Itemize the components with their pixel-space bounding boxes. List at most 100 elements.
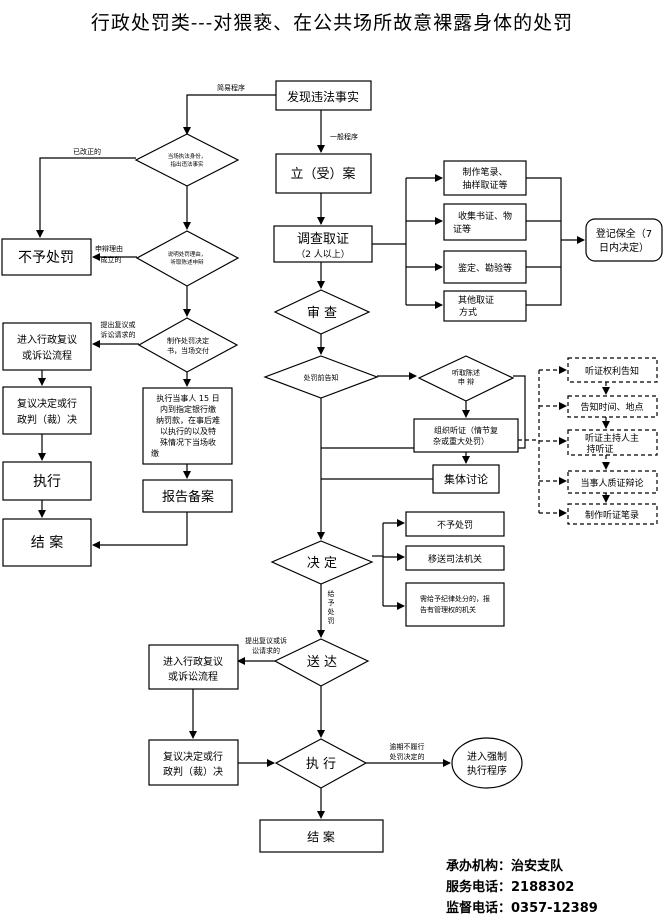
text-out-3-2: 告有管理权的机关	[420, 605, 476, 614]
node-report	[142, 479, 233, 513]
label-defense-ok-2: 成立的	[101, 255, 122, 264]
node-collective	[432, 464, 500, 494]
node-hr-2	[567, 395, 658, 418]
text-close-right: 结 案	[307, 829, 335, 844]
text-hear-defense-1: 听取陈述	[452, 368, 480, 377]
text-explain-2: 听取陈述申辩	[170, 258, 204, 266]
text-preserve-1: 登记保全（7	[596, 227, 652, 240]
contact-supervise-phone: 监督电话：0357-12389	[446, 901, 598, 916]
text-decision: 决 定	[307, 556, 337, 571]
text-investigate-2: （2 人以上）	[296, 249, 350, 260]
node-hr-1	[567, 357, 658, 383]
text-evid-1-1: 制作笔录、	[462, 166, 507, 178]
node-out-2	[405, 545, 505, 571]
text-review-decision-left-2: 政判（裁）决	[17, 413, 77, 426]
text-file-case: 立（受）案	[290, 167, 355, 182]
text-payment-6: 缴	[151, 448, 159, 458]
text-hr-4: 当事人质证辩论	[580, 477, 643, 489]
text-review-decision-left-1: 复议决定或行	[17, 397, 77, 410]
text-review-right-2: 或诉讼流程	[168, 670, 218, 683]
text-verify-1: 当场执法身份，	[168, 152, 207, 160]
text-discover: 发现违法事实	[287, 89, 359, 104]
text-review-left-1: 进入行政复议	[17, 333, 77, 346]
label-give-punish-1: 给	[328, 589, 335, 598]
text-payment-5: 殊情况下当场收	[160, 437, 216, 447]
text-out-1: 不予处罚	[437, 519, 473, 531]
node-deliver	[273, 638, 370, 687]
contact-service-phone: 服务电话：2188302	[446, 880, 575, 895]
text-preserve-2: 日内决定）	[599, 241, 649, 254]
text-evid-2-1: 收集书证、物	[458, 210, 512, 222]
label-give-punish-2: 予	[328, 599, 335, 607]
node-review-decision-left	[2, 386, 92, 435]
node-hr-3	[567, 429, 658, 456]
label-give-punish-3: 处	[328, 607, 335, 616]
text-hear-defense-2: 申 辩	[458, 377, 474, 386]
node-out-1	[405, 511, 505, 537]
text-payment-4: 以执行的以及特	[160, 426, 216, 436]
node-preserve	[585, 218, 663, 262]
node-close-left	[2, 518, 92, 567]
node-out-3	[405, 582, 505, 627]
text-payment-1: 执行当事人 15 日	[156, 393, 219, 403]
node-hear-defense	[417, 355, 515, 402]
node-review-left	[2, 322, 92, 371]
label-overdue-1: 逾期不履行	[390, 742, 425, 751]
text-hearing-1: 组织听证（情节复	[434, 425, 498, 435]
node-enforce	[451, 737, 523, 789]
contact-info: 承办机构：治安支队 服务电话：2188302 监督电话：0357-12389	[446, 856, 598, 919]
text-hr-5: 制作听证笔录	[585, 509, 639, 521]
text-enforce-2: 执行程序	[467, 764, 507, 777]
node-explain	[135, 230, 240, 287]
text-out-2: 移送司法机关	[428, 553, 482, 565]
text-review-decision-right-2: 政判（裁）决	[163, 765, 223, 778]
node-discover	[275, 80, 372, 111]
text-evid-3: 鉴定、勘验等	[458, 262, 512, 274]
node-payment	[142, 387, 233, 465]
text-verify-2: 指出违法事实	[170, 160, 204, 168]
label-appeal-right-2: 讼请求的	[252, 646, 280, 655]
text-review-left-2: 或诉讼流程	[22, 349, 72, 362]
label-defense-ok-1: 申辩理由	[95, 244, 123, 253]
edge-labels: 简易程序 一般程序 已改正的 申辩理由 成立的 提出复议或 诉讼请求的 给 予 …	[73, 83, 425, 761]
text-execute-left: 执行	[33, 474, 61, 490]
node-decide-on-site	[137, 317, 239, 373]
node-review-right	[148, 644, 239, 690]
text-evid-1-2: 抽样取证等	[462, 179, 507, 191]
node-verify	[134, 133, 240, 187]
node-not-punish	[1, 238, 92, 276]
text-review-right-1: 进入行政复议	[163, 655, 223, 668]
text-review: 审 查	[307, 306, 337, 321]
text-not-punish: 不予处罚	[18, 250, 74, 266]
text-payment-3: 纳罚款，在事后难	[156, 415, 220, 425]
node-text: 发现违法事实 当场执法身份， 指出违法事实 不予处罚 说明处罚理由， 听取陈述申…	[17, 89, 652, 844]
text-close-left: 结 案	[31, 534, 63, 551]
node-decision	[270, 540, 374, 585]
text-evid-4-2: 方式	[459, 306, 477, 318]
text-execute: 执 行	[306, 757, 336, 772]
text-deliver: 送 达	[307, 655, 337, 670]
text-collective: 集体讨论	[444, 472, 488, 486]
node-hr-5	[567, 503, 658, 525]
node-evid-3	[443, 250, 527, 284]
text-decide-on-site-1: 制作处罚决定	[167, 336, 209, 345]
text-hearing-2: 杂或重大处罚）	[433, 436, 489, 446]
text-report: 报告备案	[162, 489, 214, 505]
node-evid-2	[443, 203, 527, 241]
node-review-decision-right	[148, 739, 239, 786]
node-file-case	[275, 153, 372, 194]
text-hr-1: 听证权利告知	[585, 365, 639, 377]
text-hr-2: 告知时间、地点	[580, 401, 643, 413]
label-simple: 简易程序	[217, 83, 245, 92]
node-evid-4	[443, 290, 527, 322]
text-out-3-1: 需给予纪律处分的，报	[420, 594, 490, 603]
text-review-decision-right-1: 复议决定或行	[163, 750, 223, 763]
text-decide-on-site-2: 书，当场交付	[167, 346, 209, 355]
node-investigate	[273, 225, 373, 263]
node-close-right	[259, 819, 384, 853]
node-execute-left	[2, 461, 92, 501]
text-hr-3-1: 听证主持人主	[585, 432, 639, 444]
label-corrected: 已改正的	[73, 147, 101, 156]
text-evid-2-2: 证等	[453, 223, 471, 235]
